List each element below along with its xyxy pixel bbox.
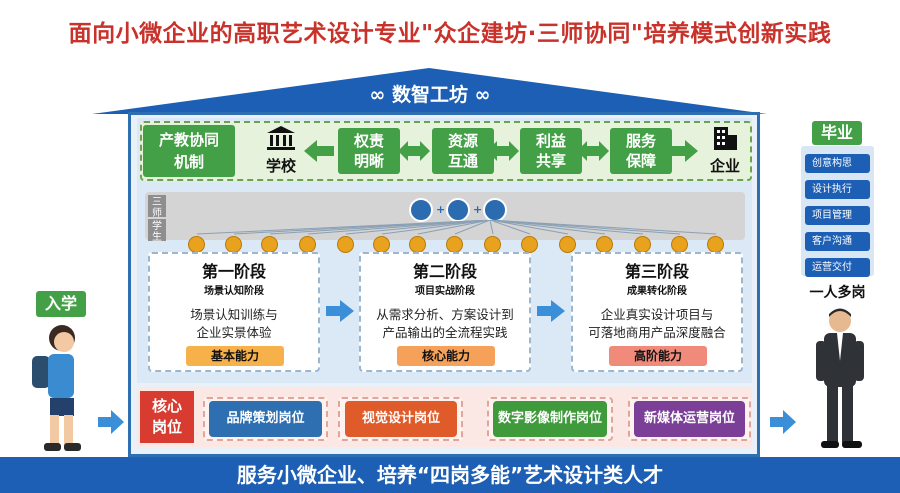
cell-text: 利益 <box>535 132 566 150</box>
cell-text: 互通 <box>447 152 478 170</box>
cell-text: 资源 <box>447 132 478 150</box>
mechanism-cell-4: 服务保障 <box>610 128 672 174</box>
mechanism-cell-1: 权责明晰 <box>338 128 400 174</box>
arrow-right-icon <box>668 140 698 162</box>
stage-desc: 企业真实设计项目与可落地商用产品深度融合 <box>573 306 741 342</box>
stage-desc: 场景认知训练与企业实景体验 <box>150 306 318 342</box>
student-figure-icon <box>32 325 81 451</box>
plus-icon: + <box>473 203 483 216</box>
ability-badge: 高阶能力 <box>609 346 707 366</box>
stage-subtitle: 成果转化阶段 <box>627 286 687 297</box>
core-tag-line2: 岗位 <box>151 418 182 436</box>
desc-line: 从需求分析、方案设计到 <box>376 307 514 322</box>
student-icon <box>409 236 426 253</box>
student-icon <box>337 236 354 253</box>
desc-line: 产品输出的全流程实践 <box>382 325 508 340</box>
arrow-right-icon <box>326 300 354 322</box>
student-tag: 学生 <box>148 219 166 243</box>
ability-badge: 核心能力 <box>397 346 495 366</box>
student-icon <box>261 236 278 253</box>
student-icon <box>521 236 538 253</box>
core-tag-line1: 核心 <box>151 397 182 415</box>
student-icon <box>671 236 688 253</box>
stage-subtitle: 场景认知阶段 <box>204 286 264 297</box>
stage-2: 第二阶段 项目实战阶段 从需求分析、方案设计到产品输出的全流程实践 核心能力 <box>359 252 531 372</box>
core-tag: 核心 岗位 <box>140 391 194 443</box>
bottom-banner: 服务小微企业、培养“四岗多能”艺术设计类人才 <box>0 457 900 493</box>
roof-label: ∞ 数智工坊 ∞ <box>369 84 491 106</box>
roof-shape <box>92 68 767 114</box>
mechanism-cell-2: 资源互通 <box>432 128 494 174</box>
plus-icon: + <box>436 203 446 216</box>
post-visual: 视觉设计岗位 <box>345 401 457 437</box>
mechanism-cell-3: 利益共享 <box>520 128 582 174</box>
student-icon <box>225 236 242 253</box>
desc-line: 场景认知训练与 <box>190 307 278 322</box>
teacher-tag: 三师 <box>148 195 166 219</box>
enterprise-icon <box>714 127 737 150</box>
school-label: 学校 <box>265 157 296 175</box>
skill-item: 客户沟通 <box>805 232 870 251</box>
stage-title: 第二阶段 <box>412 262 477 281</box>
mechanism-tag: 产教协同 机制 <box>143 125 235 177</box>
student-icon <box>299 236 316 253</box>
double-arrow-icon <box>398 141 430 161</box>
double-arrow-icon <box>487 141 519 161</box>
graduate-label: 毕业 <box>812 121 862 145</box>
stage-3: 第三阶段 成果转化阶段 企业真实设计项目与可落地商用产品深度融合 高阶能力 <box>571 252 743 372</box>
double-arrow-icon <box>577 141 609 161</box>
stage-desc: 从需求分析、方案设计到产品输出的全流程实践 <box>361 306 529 342</box>
post-digital-imaging: 数字影像制作岗位 <box>493 401 607 437</box>
entry-label: 入学 <box>36 291 86 317</box>
cell-text: 明晰 <box>353 152 384 170</box>
cell-text: 共享 <box>535 152 566 170</box>
desc-line: 可落地商用产品深度融合 <box>588 325 726 340</box>
connector-lines <box>196 220 717 235</box>
arrow-right-icon <box>770 410 796 434</box>
school-entity: 学校 <box>256 125 306 176</box>
desc-line: 企业真实设计项目与 <box>600 307 714 322</box>
arrow-right-icon <box>537 300 565 322</box>
student-icon <box>707 236 724 253</box>
cell-text: 权责 <box>353 132 384 150</box>
stage-title: 第一阶段 <box>201 262 266 281</box>
ability-badge: 基本能力 <box>186 346 284 366</box>
skill-item: 运营交付 <box>805 258 870 277</box>
student-icon <box>373 236 390 253</box>
stage-subtitle: 项目实战阶段 <box>415 286 475 297</box>
cell-text: 保障 <box>625 152 656 170</box>
student-icon <box>446 236 463 253</box>
post-brand: 品牌策划岗位 <box>209 401 322 437</box>
student-icon <box>559 236 576 253</box>
mechanism-tag-line1: 产教协同 <box>158 131 219 149</box>
mentor-icon <box>409 198 433 222</box>
arrow-right-icon <box>98 410 124 434</box>
student-icon <box>484 236 501 253</box>
page-title: 面向小微企业的高职艺术设计专业"众企建坊·三师协同"培养模式创新实践 <box>68 21 832 47</box>
stage-title: 第三阶段 <box>624 262 689 281</box>
arrow-left-icon <box>304 140 334 162</box>
enterprise-label: 企业 <box>709 157 740 175</box>
enterprise-entity: 企业 <box>700 125 750 176</box>
student-icon <box>596 236 613 253</box>
desc-line: 企业实景体验 <box>196 325 272 340</box>
skill-item: 项目管理 <box>805 206 870 225</box>
skill-item: 创意构思 <box>805 154 870 173</box>
mechanism-tag-line2: 机制 <box>173 153 204 171</box>
graduate-summary: 一人多岗 <box>809 285 866 301</box>
skill-item: 设计执行 <box>805 180 870 199</box>
cell-text: 服务 <box>625 132 656 150</box>
stage-1: 第一阶段 场景认知阶段 场景认知训练与企业实景体验 基本能力 <box>148 252 320 372</box>
school-icon <box>267 126 295 150</box>
mentor-icon <box>483 198 507 222</box>
student-icon <box>188 236 205 253</box>
post-new-media: 新媒体运营岗位 <box>634 401 745 437</box>
graduate-figure-icon <box>816 308 864 448</box>
student-icon <box>634 236 651 253</box>
mentor-icon <box>446 198 470 222</box>
